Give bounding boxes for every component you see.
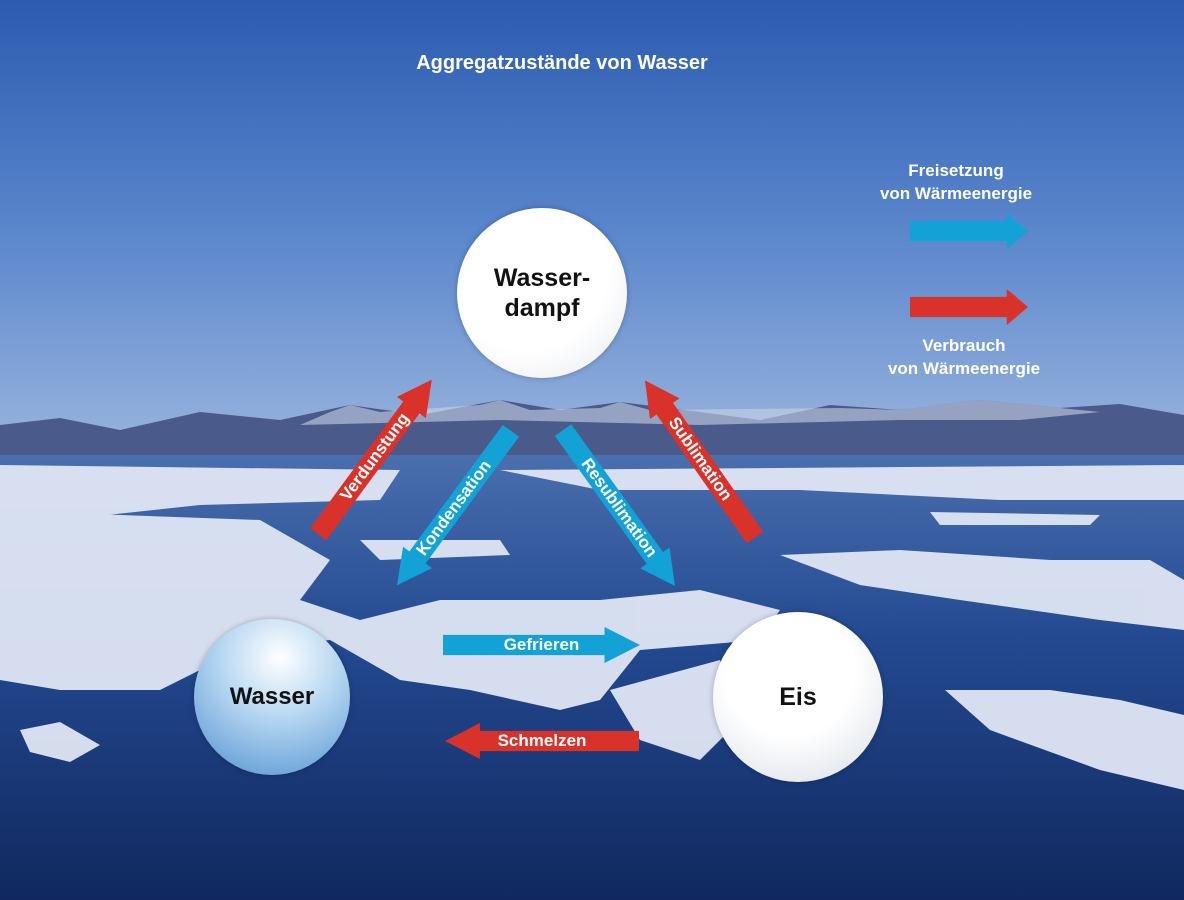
legend-consumption-line1: Verbrauch (922, 336, 1006, 355)
legend-release-label: Freisetzung von Wärmeenergie (846, 159, 1066, 205)
legend-release-line1: Freisetzung (908, 161, 1004, 180)
state-water: Wasser (194, 619, 350, 775)
vapor-label-line1: Wasser- (493, 264, 591, 292)
legend-release-line2: von Wärmeenergie (879, 184, 1033, 203)
legend-consumption-label: Verbrauch von Wärmeenergie (854, 334, 1074, 380)
legend-consumption-line2: von Wärmeenergie (887, 359, 1041, 378)
state-water-vapor: Wasser-dampf (457, 208, 627, 378)
state-ice: Eis (713, 612, 883, 782)
vapor-label-line2: dampf (504, 294, 580, 322)
diagram-title: Aggregatzustände von Wasser (416, 52, 708, 74)
